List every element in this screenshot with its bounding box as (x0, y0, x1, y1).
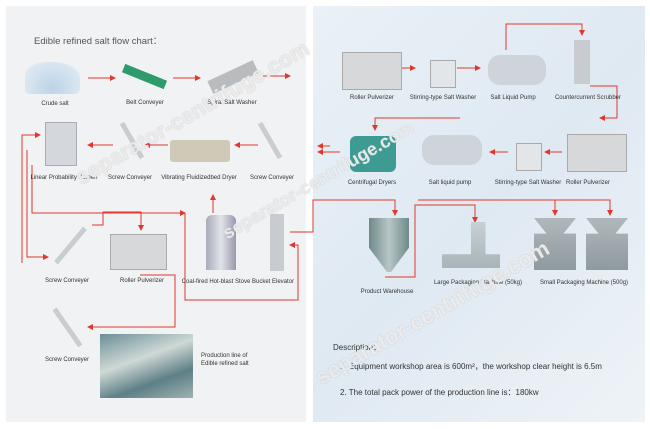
label-elevator: Bucket Elevator (251, 279, 295, 285)
production-line-photo (100, 334, 193, 398)
label-screw-1: Screw Conveyer (107, 175, 153, 181)
pump-image (422, 135, 482, 165)
roller-pulverizer-image (342, 52, 402, 90)
label-belt-conveyer: Belt Conveyer (126, 100, 164, 106)
label-small-pack: Small Packaging Machine (500g) (539, 280, 629, 286)
crude-salt-image (25, 62, 80, 94)
label-screw-3: Screw Conveyer (44, 278, 90, 284)
roller-pulverizer-image (110, 234, 167, 270)
label-stove: Coal-fired Hot-blast Stove (181, 279, 251, 285)
description-item: 1. Equipment workshop area is 600m²，the … (340, 362, 602, 371)
label-centrifugal: Centrifugal Dryers (347, 180, 397, 186)
description-heading: Description： (333, 343, 382, 352)
label-roller-1: Roller Pulverizer (349, 95, 395, 101)
label-scrubber: Countercurrent Scrubber (554, 95, 622, 101)
stove-image (206, 215, 236, 270)
label-warehouse: Product Warehouse (360, 289, 414, 295)
washer-tank-image (516, 143, 542, 171)
label-spiral-washer: Spiral Salt Washer (207, 100, 257, 106)
screen-image (45, 122, 77, 166)
roller-pulverizer-image (567, 134, 627, 172)
label-washer-1: Stirring-type Salt Washer (409, 95, 477, 101)
label-large-pack: Large Packaging Machine (50kg) (433, 280, 523, 286)
label-roller: Roller Pulverizer (119, 278, 165, 284)
bucket-elevator-image (270, 214, 284, 271)
washer-tank-image (430, 60, 456, 88)
label-dryer: Vibrating Fluidizedbed Dryer (161, 175, 237, 181)
label-screw-4: Screw Conveyer (44, 357, 90, 363)
label-roller-2: Roller Pulverizer (565, 180, 611, 186)
label-washer-2: Stirring-type Salt Washer (494, 180, 562, 186)
chart-title: Edible refined salt flow chart： (34, 36, 163, 47)
label-crude-salt: Crude salt (41, 101, 69, 107)
centrifugal-dryer-image (350, 136, 396, 172)
dryer-image (170, 140, 230, 162)
label-pump-1: Salt Liquid Pump (490, 95, 536, 101)
scrubber-image (574, 40, 590, 84)
label-screw-2: Screw Conveyer (249, 175, 295, 181)
label-pump-2: Salt liquid pump (428, 180, 472, 186)
photo-caption: Production line of Edible refined salt (201, 353, 249, 367)
label-screen: Linear Probability Screen (30, 175, 98, 181)
pump-image (488, 55, 546, 85)
description-item: 2. The total pack power of the productio… (340, 388, 539, 397)
